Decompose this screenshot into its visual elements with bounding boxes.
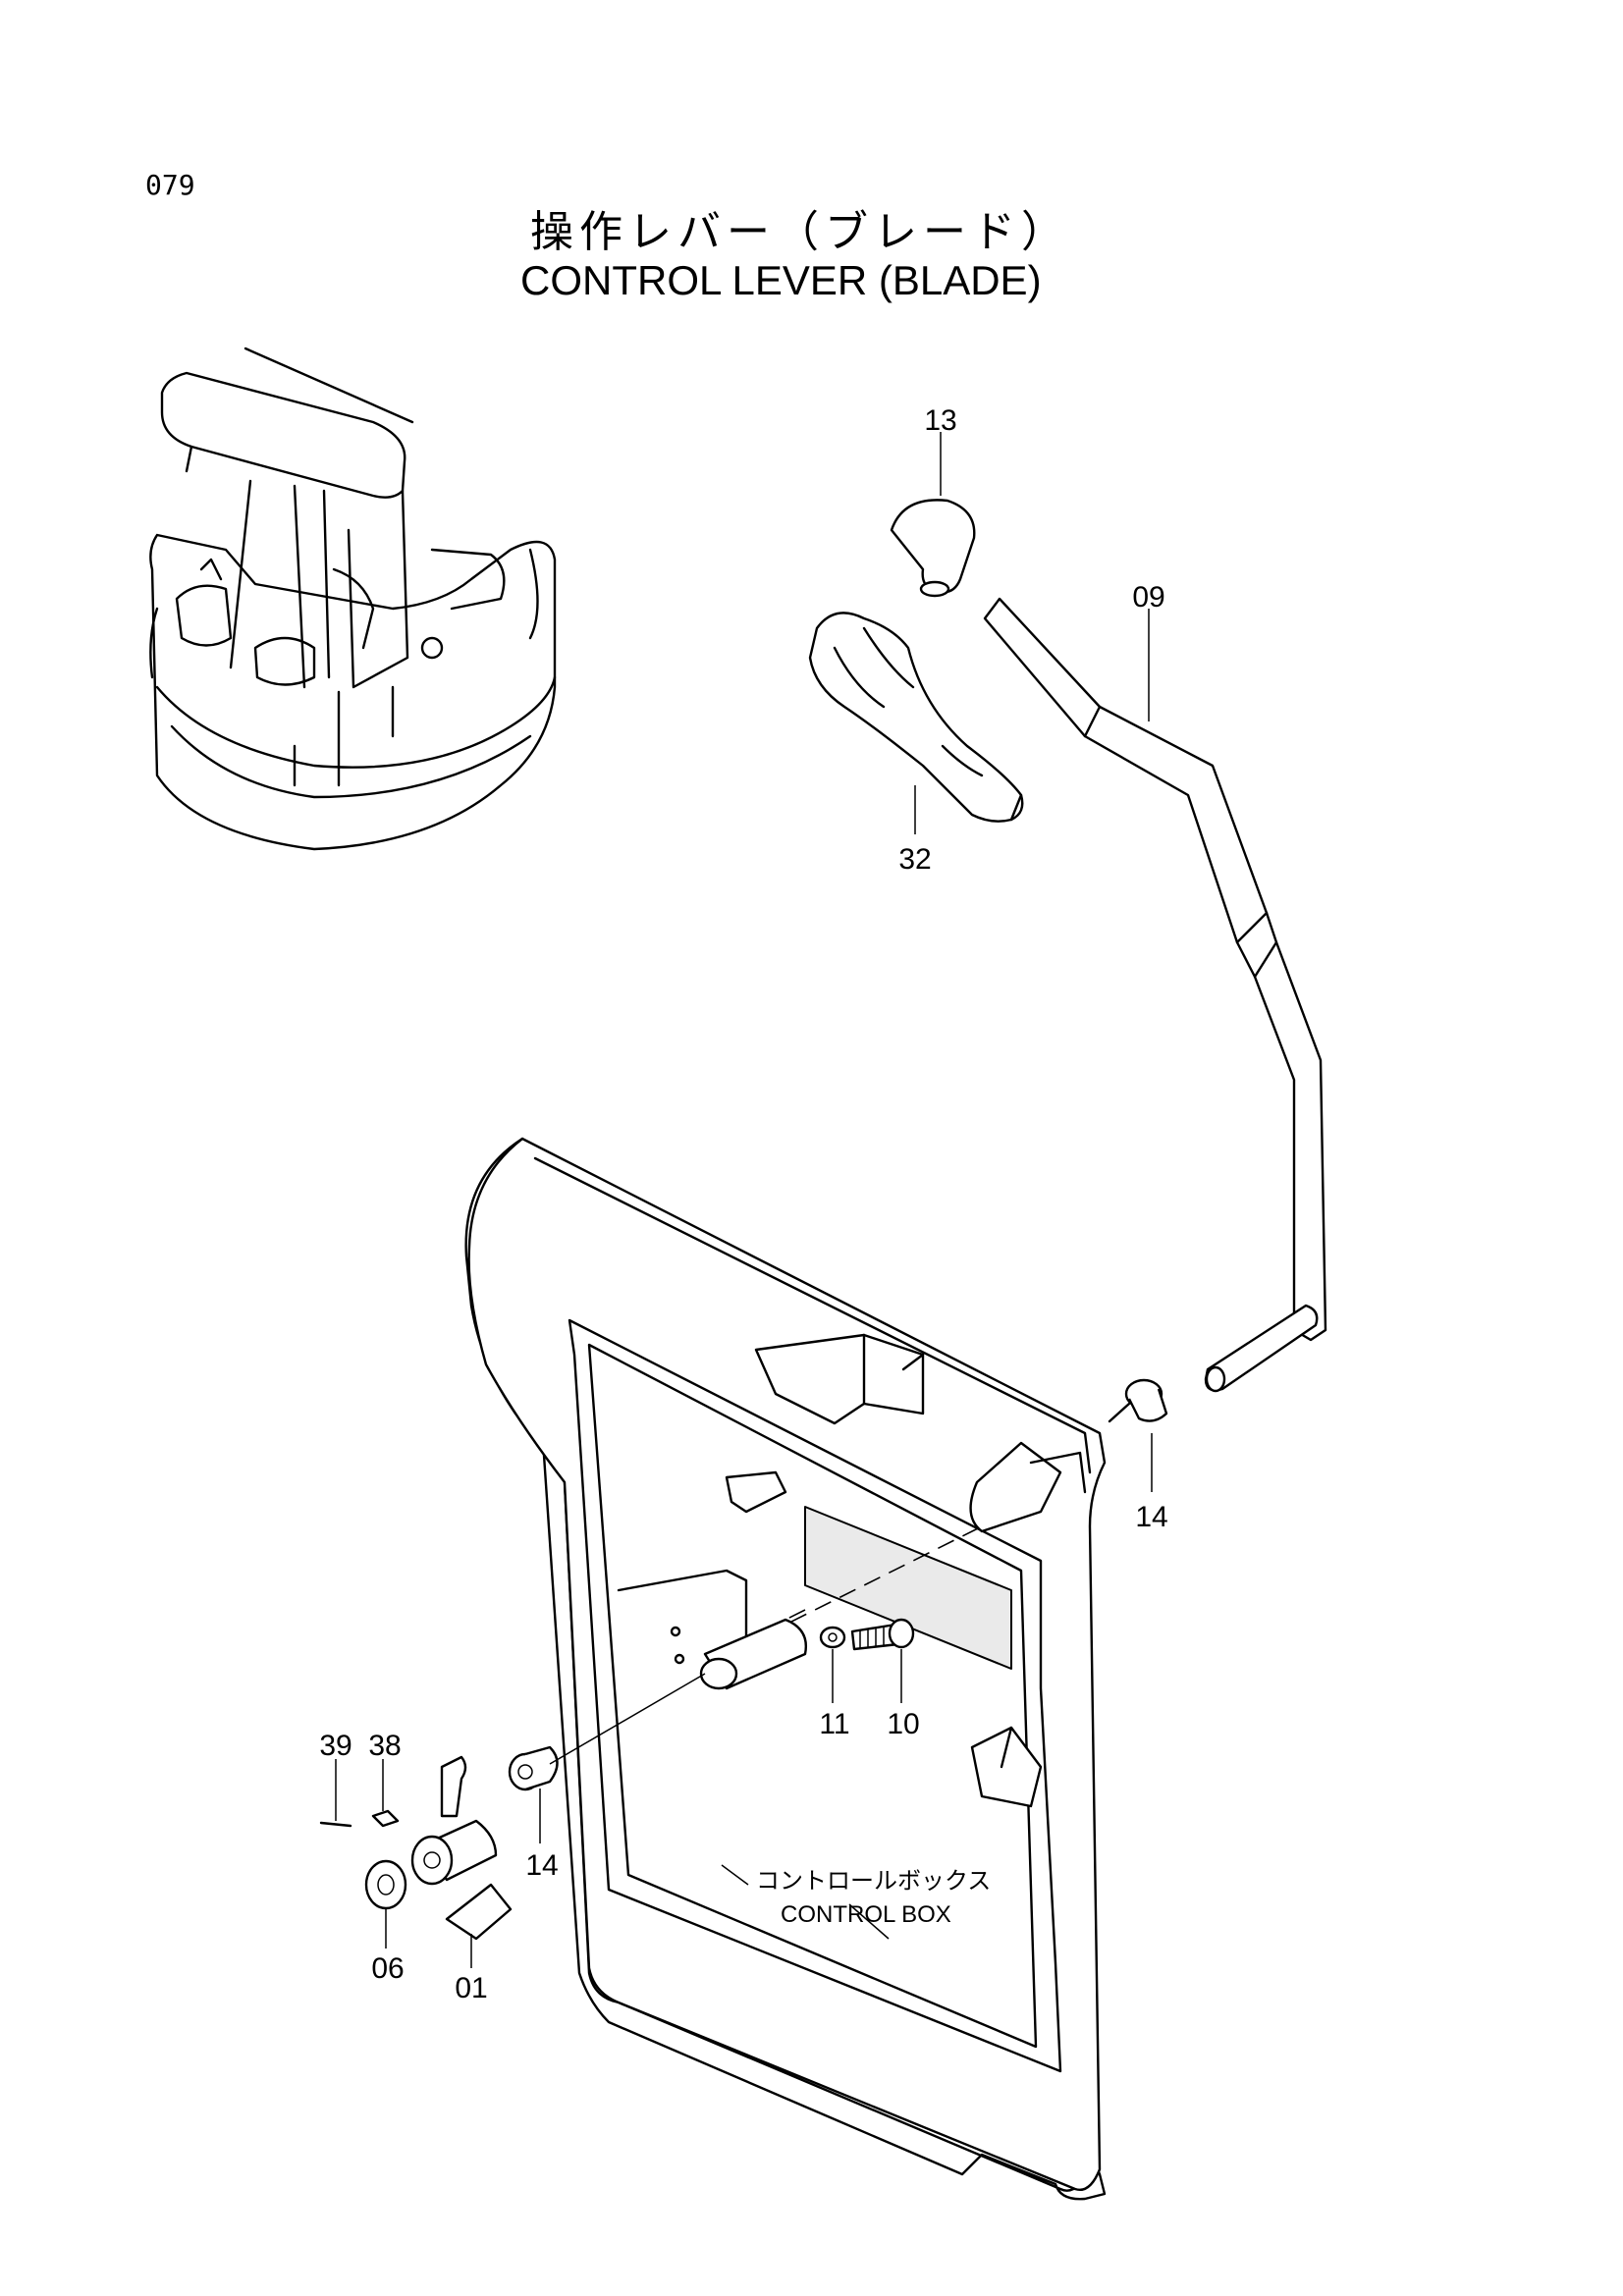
part-label-11: 11 — [819, 1708, 849, 1740]
small-parts — [319, 1618, 915, 1941]
control-box-label-english: CONTROL BOX — [781, 1901, 951, 1928]
part-label-38: 38 — [368, 1730, 401, 1762]
part-label-39: 39 — [319, 1730, 352, 1762]
title-english: CONTROL LEVER (BLADE) — [520, 257, 1042, 303]
part-label-14-upper: 14 — [1135, 1501, 1167, 1533]
leader-lines — [335, 432, 1153, 1968]
part-label-09: 09 — [1132, 581, 1164, 614]
page-number: 079 — [145, 169, 195, 201]
part-label-13: 13 — [924, 404, 956, 437]
part-label-10: 10 — [887, 1708, 919, 1740]
title-japanese: 操作レバー（ブレード） — [530, 207, 1070, 257]
control-box-label-japanese: コントロールボックス — [756, 1868, 991, 1895]
control-box-drawing — [464, 1137, 1107, 2201]
part-label-14-lower: 14 — [525, 1849, 558, 1882]
overview-console-drawing — [149, 347, 557, 851]
lever-assembly — [808, 499, 1327, 1423]
part-label-06: 06 — [371, 1952, 404, 1985]
part-label-01: 01 — [455, 1972, 487, 2004]
part-label-32: 32 — [898, 843, 931, 876]
